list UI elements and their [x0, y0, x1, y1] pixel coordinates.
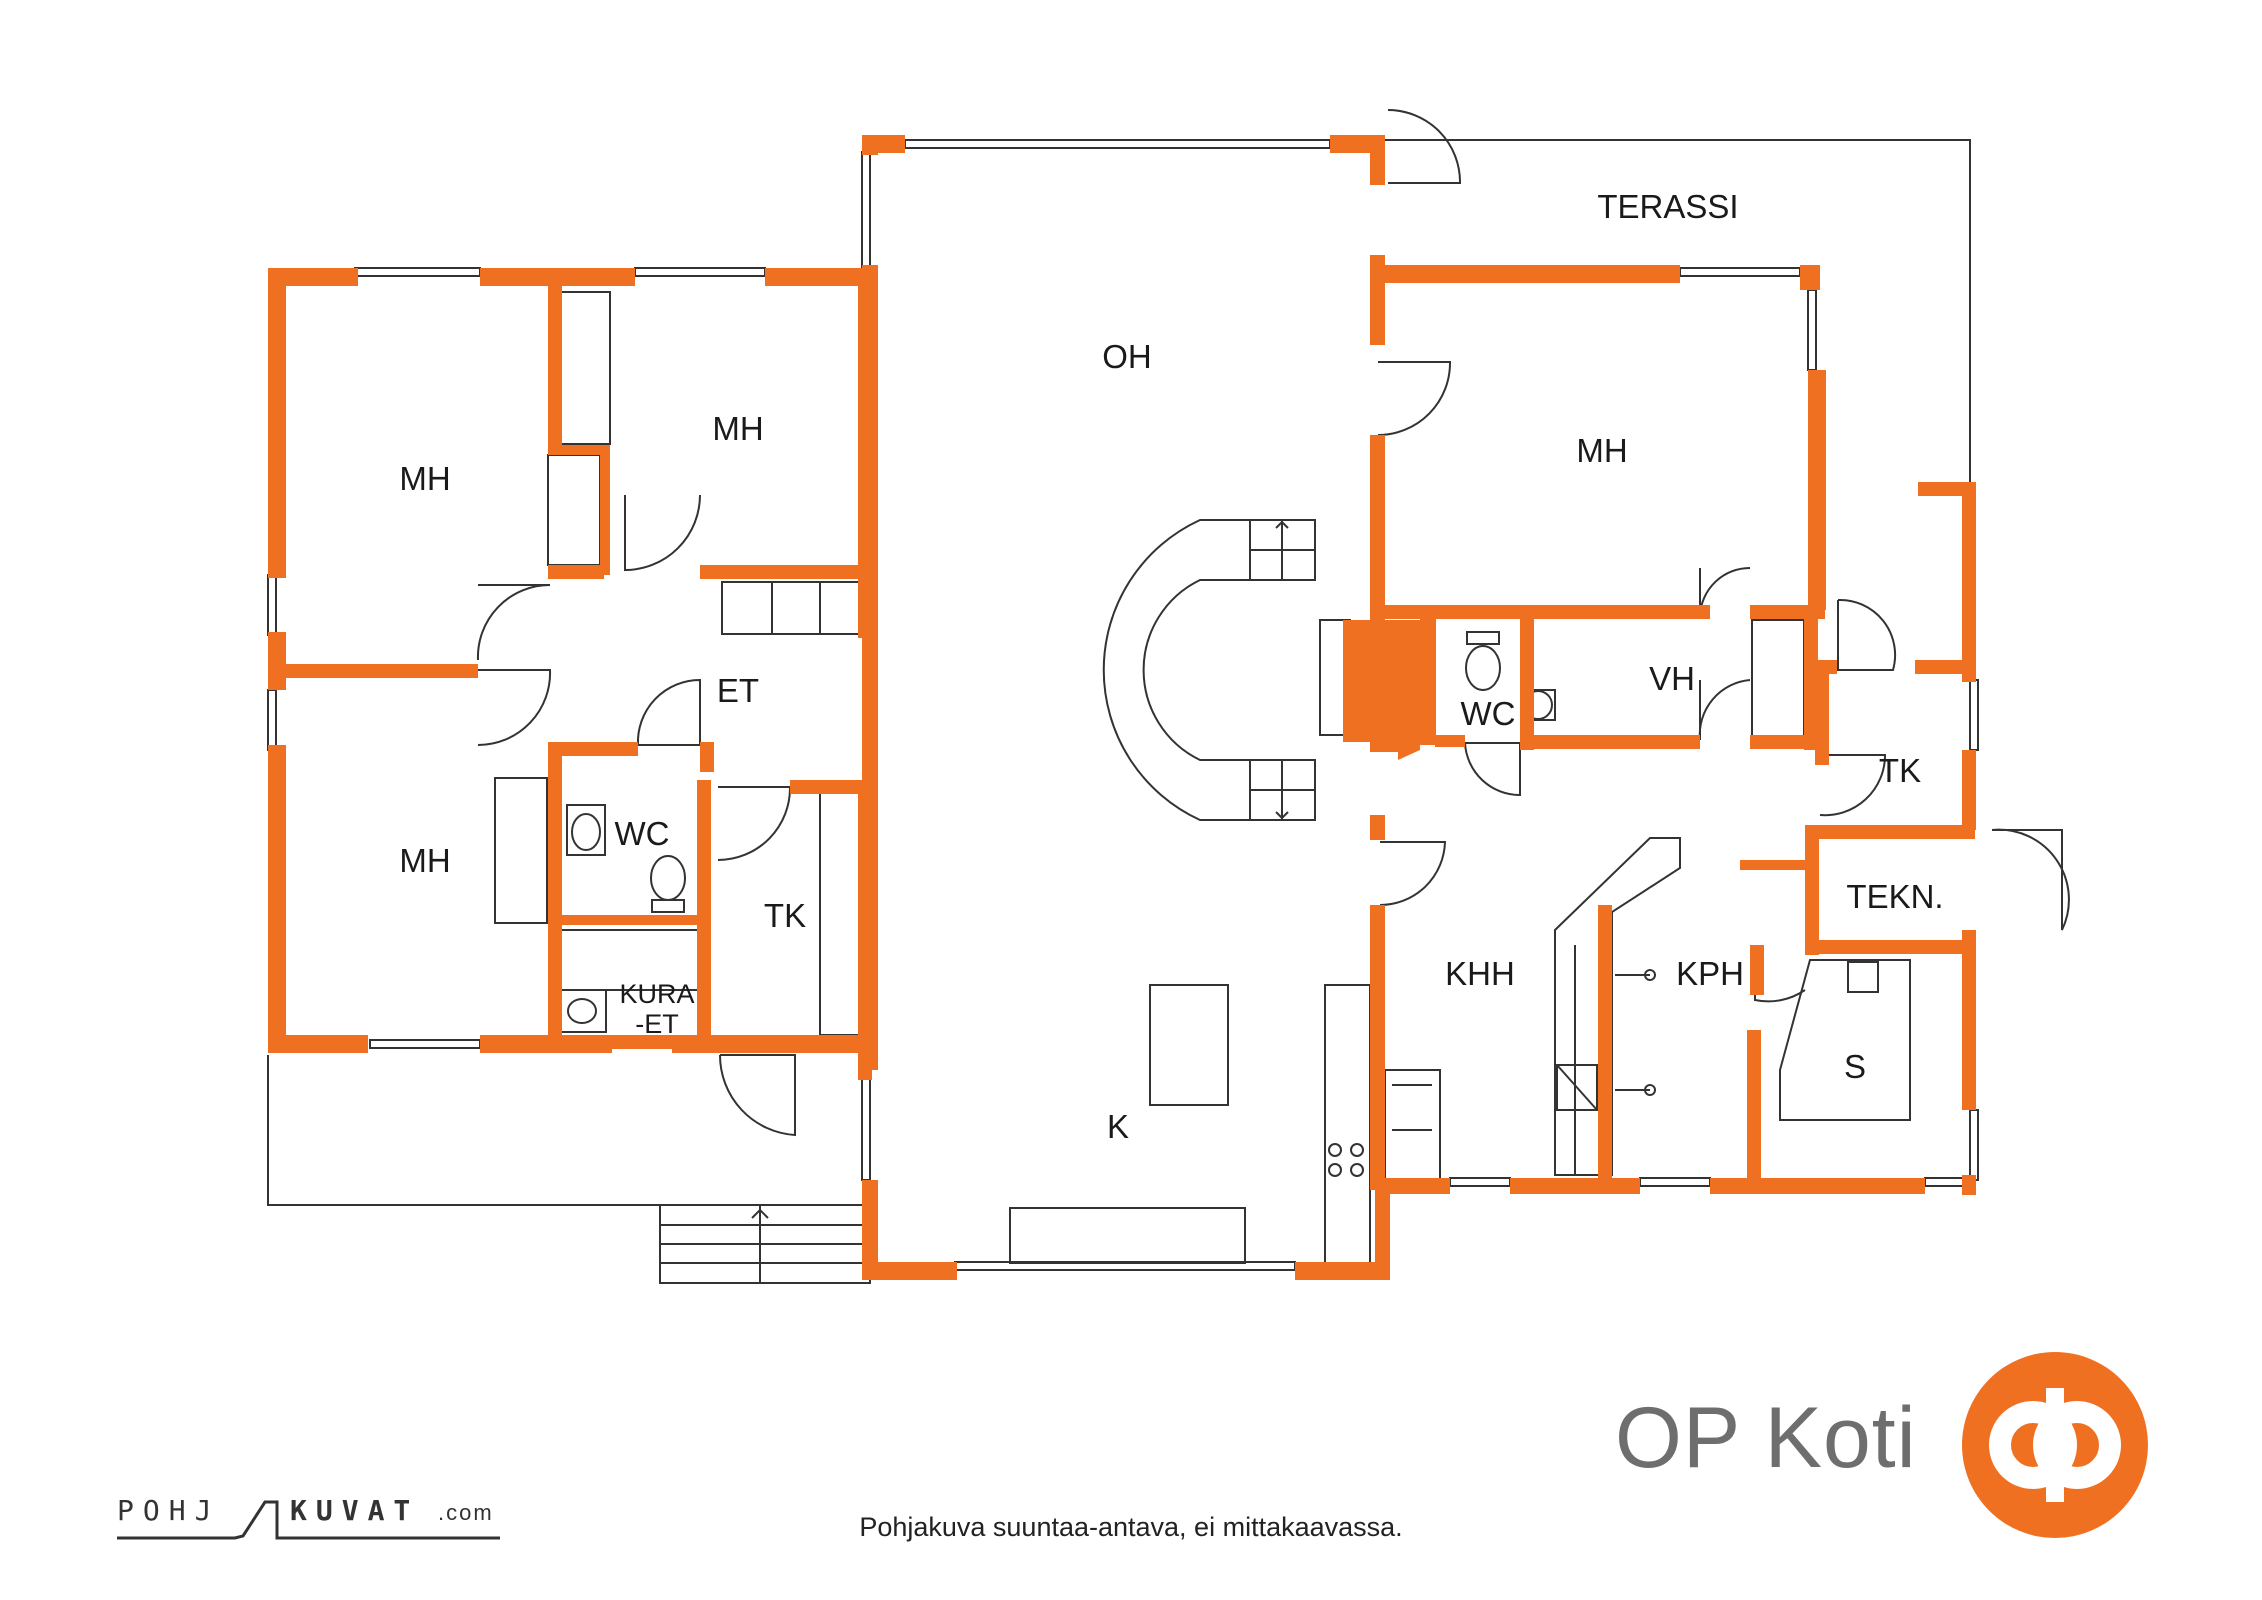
op-logo-icon: [1962, 1352, 2148, 1538]
pohjakuvat-logo-right: KUVAT: [290, 1494, 419, 1527]
room-label-et: ET: [717, 672, 759, 709]
room-label-mh-top-left: MH: [399, 460, 450, 497]
room-label-tk-left: TK: [764, 897, 806, 934]
room-label-kura-line1: KURA: [619, 979, 694, 1009]
pohjakuvat-logo: POHJ KUVAT .com: [117, 1494, 500, 1540]
room-label-tekn: TEKN.: [1846, 878, 1943, 915]
pohjakuvat-logo-left: POHJ: [117, 1494, 220, 1527]
room-label-terassi: TERASSI: [1597, 188, 1738, 225]
terrace-outlines: [267, 139, 1971, 1284]
room-label-wc-right: WC: [1461, 695, 1516, 732]
room-label-mh-bottom-left: MH: [399, 842, 450, 879]
pohjakuvat-logo-swoosh-icon: [117, 1500, 500, 1540]
room-label-tk-right: TK: [1879, 752, 1921, 789]
room-label-kph: KPH: [1676, 955, 1744, 992]
walls: [268, 135, 1976, 1280]
room-label-mh-right: MH: [1576, 432, 1627, 469]
room-label-oh: OH: [1102, 338, 1152, 375]
room-label-kura-line2: -ET: [635, 1009, 679, 1039]
room-label-vh: VH: [1649, 660, 1695, 697]
room-label-s: S: [1844, 1048, 1866, 1085]
disclaimer-text: Pohjakuva suuntaa-antava, ei mittakaavas…: [859, 1512, 1403, 1542]
room-label-wc-left: WC: [615, 815, 670, 852]
op-koti-wordmark: OP Koti: [1615, 1390, 1917, 1486]
room-label-k: K: [1107, 1108, 1129, 1145]
room-label-mh-top-mid: MH: [712, 410, 763, 447]
pohjakuvat-logo-suffix: .com: [438, 1500, 494, 1525]
room-label-khh: KHH: [1445, 955, 1515, 992]
